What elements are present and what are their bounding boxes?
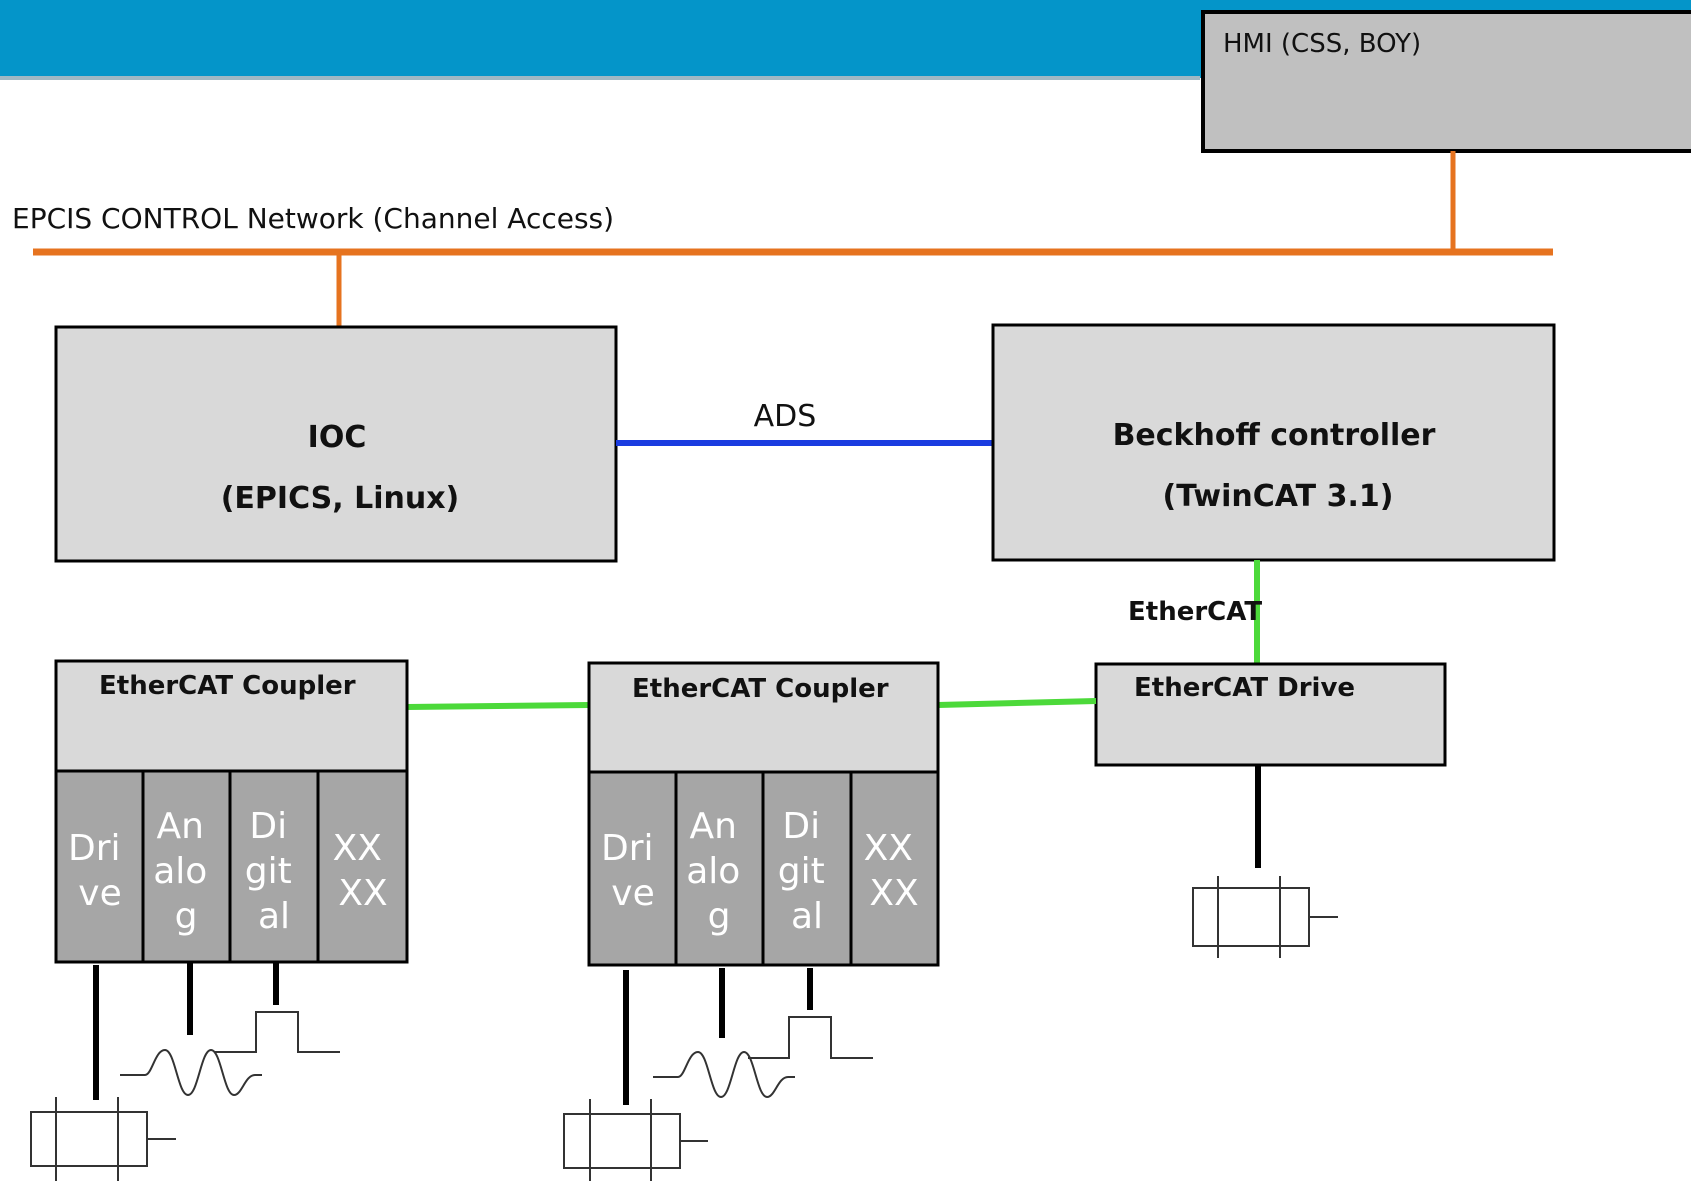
motor-icon (563, 1099, 708, 1181)
pulse-icon (748, 1016, 873, 1059)
hmi-box (1201, 10, 1691, 153)
ethercat-coupler-2: EtherCAT Coupler Dri ve An alo g Di git … (587, 661, 940, 967)
coupler-1-drive-line-2: ve (78, 873, 121, 914)
beckhoff-title: Beckhoff controller (1113, 418, 1436, 453)
coupler-1-slot-analog (141, 769, 232, 964)
coupler-2-digital-line-2: git (778, 851, 825, 892)
beckhoff-subtitle: (TwinCAT 3.1) (1163, 479, 1394, 514)
coupler-1-digital-line-1: Di (249, 806, 287, 847)
coupler-2-digital-line-3: al (791, 896, 823, 937)
coupler-2-digital-line-1: Di (782, 806, 820, 847)
coupler-1-analog-line-1: An (157, 806, 204, 847)
ethercat-coupler-1: EtherCAT Coupler Dri ve An alo g Di git … (54, 659, 409, 964)
coupler-2-slot-xxxx (849, 770, 940, 967)
ethercat-drive-label: EtherCAT Drive (1134, 673, 1355, 703)
coupler-1-xxxx-text: XX XX (333, 828, 394, 914)
coupler1-coupler2-link (406, 702, 590, 710)
coupler-2-analog-text: An alo g (686, 806, 752, 937)
coupler-1-analog-text: An alo g (153, 806, 219, 937)
coupler-2-drive-line-2: ve (611, 873, 654, 914)
coupler-1-slot-xxxx (316, 769, 409, 964)
coupler-2-drive-line-1: Dri (601, 828, 654, 869)
coupler-2-drive-text: Dri ve (601, 828, 665, 914)
coupler-1-analog-line-2: alo (153, 851, 207, 892)
coupler-1-slot-digital (228, 769, 320, 964)
coupler-1-analog-line-3: g (175, 896, 198, 937)
coupler-2-analog-line-1: An (690, 806, 737, 847)
ioc-title: IOC (308, 420, 367, 455)
coupler2-drive-link (937, 698, 1097, 708)
coupler-2-xxxx-text: XX XX (864, 828, 925, 914)
ioc-subtitle: (EPICS, Linux) (221, 481, 460, 516)
coupler-2-label: EtherCAT Coupler (632, 674, 889, 704)
coupler-1-xxxx-line-1: XX (333, 828, 382, 869)
sine-wave-icon (120, 1048, 262, 1097)
motor-icon (1192, 876, 1338, 958)
coupler-1-xxxx-line-2: XX (338, 873, 387, 914)
ethercat-link-label: EtherCAT (1128, 597, 1262, 627)
coupler-2-head (587, 661, 940, 774)
network-label: EPCIS CONTROL Network (Channel Access) (12, 202, 614, 235)
coupler-2-xxxx-line-2: XX (869, 873, 918, 914)
coupler-2-digital-text: Di git al (778, 806, 836, 937)
coupler-1-digital-text: Di git al (245, 806, 303, 937)
coupler-2-analog-line-2: alo (686, 851, 740, 892)
header-band-shadow (0, 76, 1200, 80)
coupler-1-drive-text: Dri ve (68, 828, 132, 914)
coupler-2-xxxx-line-1: XX (864, 828, 913, 869)
coupler-2-slot-drive (587, 770, 678, 967)
coupler-2-analog-line-3: g (708, 896, 731, 937)
sine-wave-icon (653, 1050, 795, 1099)
coupler-1-slot-drive (54, 769, 145, 964)
coupler-1-label: EtherCAT Coupler (99, 671, 356, 701)
ads-label: ADS (754, 399, 817, 434)
hmi-label: HMI (CSS, BOY) (1223, 29, 1421, 59)
coupler-1-head (54, 659, 409, 773)
ethercat-drive-box (1094, 662, 1447, 767)
pulse-icon (215, 1011, 340, 1053)
coupler-1-digital-line-3: al (258, 896, 290, 937)
coupler-1-drive-line-1: Dri (68, 828, 121, 869)
beckhoff-box (991, 323, 1556, 562)
motor-icon (30, 1097, 176, 1181)
coupler-1-digital-line-2: git (245, 851, 292, 892)
